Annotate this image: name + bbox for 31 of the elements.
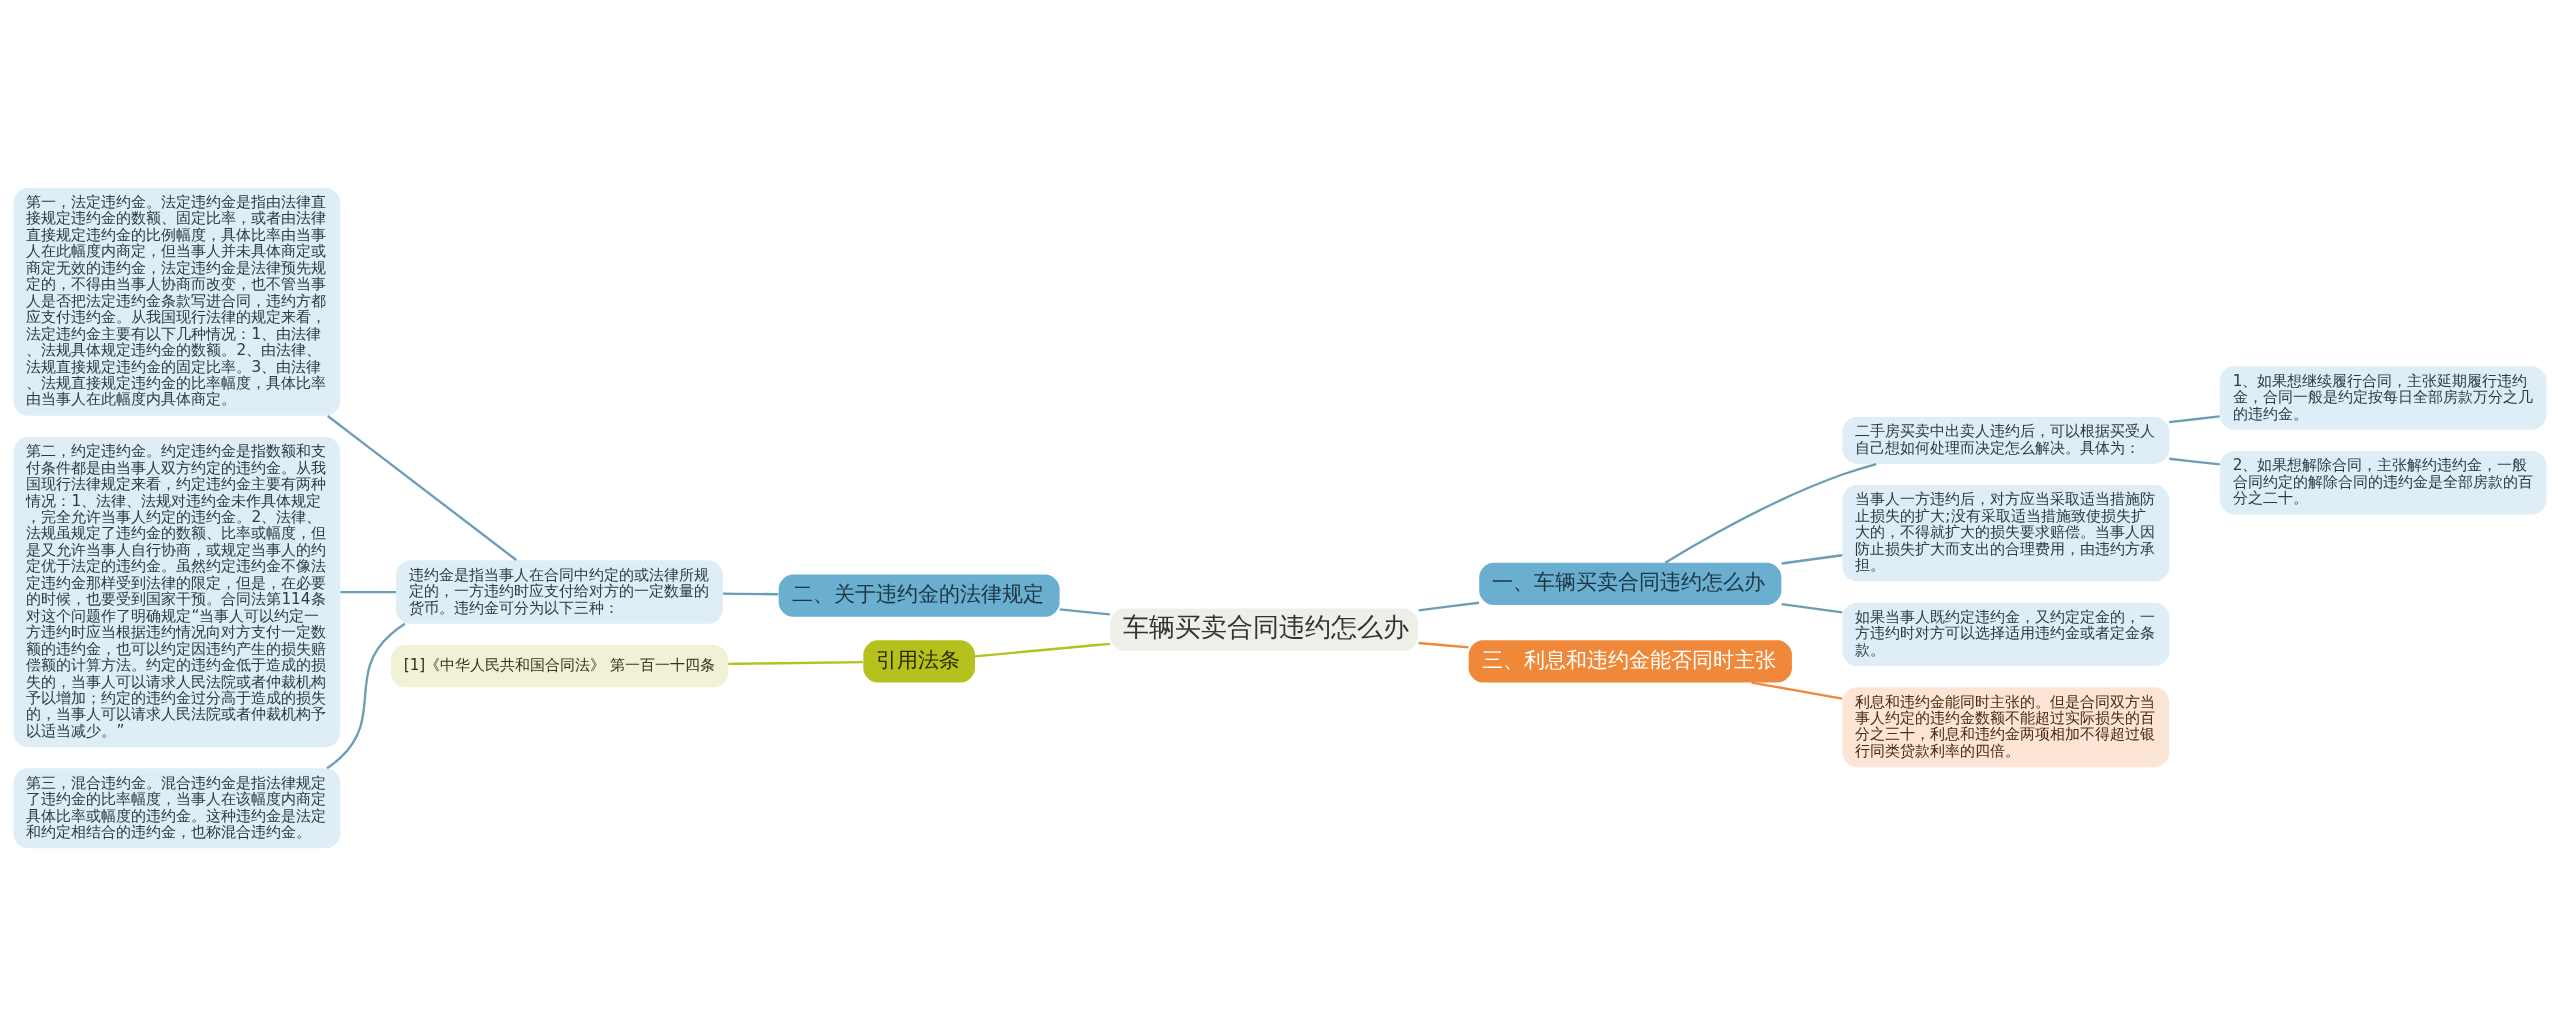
node-box: 利息和违约金能同时主张的。但是合同双方当事人约定的违约金数额不能超过实际损失的百分之三十，利息和违约金两项相加不得超过银行同类贷款利率的四倍。 <box>1842 686 2170 767</box>
connector <box>974 642 1111 657</box>
connector <box>723 591 779 595</box>
node-box: 违约金是指当事人在合同中约定的或法律所规定的，一方违约时应支付给对方的一定数量的货币。违约金可分为以下三种： <box>396 559 723 624</box>
connector <box>1781 602 1843 614</box>
connector <box>327 414 518 561</box>
connector <box>728 660 863 665</box>
node-box: 如果当事人既约定违约金，又约定定金的，一方违约时对方可以选择适用违约金或者定金条款。 <box>1842 602 2170 666</box>
node-box: 2、如果想解除合同，主张解约违约金，一般合同约定的解除合同的违约金是全部房款的百分之二十。 <box>2219 450 2547 514</box>
connector <box>1418 641 1469 649</box>
connector <box>1751 680 1843 700</box>
node-box: 二、关于违约金的法律规定 <box>778 573 1060 617</box>
connector <box>1664 462 1877 564</box>
node-box: 引用法条 <box>863 639 975 683</box>
connector <box>326 622 406 769</box>
node-box: 第一，法定违约金。法定违约金是指由法律直接规定违约金的数额、固定比率，或者由法律直接规定违约金的比例幅度，具体比率由当事人在此幅度内商定，但当事人并未具体商定或商定无效的违约金，法定违约金是法律预先规定的，不得由当事人协商而改变，也不管当事人是否把法定违约金条款写进合同，违约方都应支付违约金。从我国现行法律的规定来看，法定违约金主要有以下几种情况：1、由法律、法规具体规定违约金的数额。2、由法律、法规直接规定违约金的固定比率。3、由法律、法规直接规定违约金的比率幅度，具体比率由当事人在此幅度内具体商定。 <box>13 187 341 416</box>
connector <box>2169 414 2220 423</box>
node-box: 车辆买卖合同违约怎么办 <box>1110 608 1419 651</box>
node-box: 二手房买卖中出卖人违约后，可以根据买受人自己想如何处理而决定怎么解决。具体为： <box>1842 416 2170 464</box>
connector <box>340 590 396 593</box>
node-box: 一、车辆买卖合同违约怎么办 <box>1479 562 1782 605</box>
node-box: 1、如果想继续履行合同，主张延期履行违约金，合同一般是约定按每日全部房款万分之几的违约金。 <box>2219 365 2547 430</box>
connector <box>1781 553 1843 565</box>
node-box: [1]《中华人民共和国合同法》 第一百一十四条 <box>390 644 729 687</box>
node-box: 第三，混合违约金。混合违约金是指法律规定了违约金的比率幅度，当事人在该幅度内商定具体比率或幅度的违约金。这种违约金是法定和约定相结合的违约金，也称混合违约金。 <box>13 767 341 848</box>
connector <box>1418 601 1480 611</box>
node-box: 第二，约定违约金。约定违约金是指数额和支付条件都是由当事人双方约定的违约金。从我国现行法律规定来看，约定违约金主要有两种情况：1、法律、法规对违约金未作具体规定，完全允许当事人约定的违约金。2、法律、法规虽规定了违约金的数额、比率或幅度，但是又允许当事人自行协商，或规定当事人的约定优于法定的违约金。虽然约定违约金不像法定违约金那样受到法律的限定，但是，在必要的时候，也要受到国家干预。合同法第114条对这个问题作了明确规定“当事人可以约定一方违约时应当根据违约情况向对方支付一定数额的违约金，也可以约定因违约产生的损失赔偿额的计算方法。约定的违约金低于造成的损失的，当事人可以请求人民法院或者仲裁机构予以增加；约定的违约金过分高于造成的损失的，当事人可以请求人民法院或者仲裁机构予以适当减少。” <box>13 436 341 747</box>
connector <box>1059 607 1110 616</box>
node-box: 三、利息和违约金能否同时主张 <box>1468 639 1792 683</box>
connector <box>2169 457 2220 466</box>
node-box: 当事人一方违约后，对方应当采取适当措施防止损失的扩大;没有采取适当措施致使损失扩大的，不得就扩大的损失要求赔偿。当事人因防止损失扩大而支出的合理费用，由违约方承担。 <box>1842 484 2170 581</box>
